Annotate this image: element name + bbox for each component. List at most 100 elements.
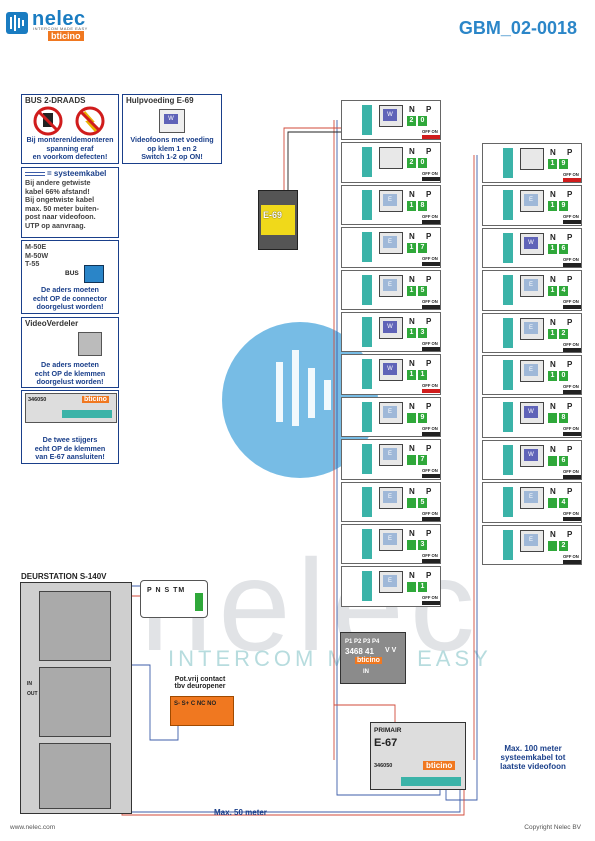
switch-label: OFF ON: [422, 425, 438, 431]
switch-label: OFF ON: [563, 426, 579, 432]
n-label: N: [409, 444, 415, 454]
monitor-icon: E: [379, 189, 403, 212]
dip-switch: [563, 305, 581, 310]
cable-note-panel: = systeemkabel Bij andere getwiste kabel…: [21, 167, 119, 238]
power-supply-e69: E-69: [258, 190, 298, 250]
p-label: P: [426, 486, 432, 496]
terminal-block: [362, 486, 372, 517]
dip-switch: [563, 559, 581, 564]
p-value: 0: [418, 116, 427, 126]
p-label: P: [426, 401, 432, 411]
monitor-type: E: [524, 194, 538, 207]
psu-note-line-1: Videofoons met voeding: [130, 135, 214, 144]
n-value: 1: [407, 243, 416, 254]
n-value: 1: [407, 328, 416, 338]
n-label: N: [409, 147, 415, 157]
terminal-block: [503, 275, 513, 306]
monitor-type: E: [524, 321, 538, 334]
psu-label: E-69: [263, 210, 283, 220]
max50-label: Max. 50 meter: [214, 808, 267, 817]
n-value: 1: [407, 370, 416, 381]
terminal-block: [503, 190, 513, 221]
terminal-block: [362, 189, 372, 220]
splitter-line-2: echt OP de klemmen: [34, 368, 106, 378]
potential-free-contact: S- S+ C NC NO: [170, 696, 234, 726]
models-panel: M-50E M-50W T-55 BUS De aders moeten ech…: [21, 240, 119, 314]
p-value: 2: [559, 540, 568, 551]
switch-label: OFF ON: [563, 172, 579, 177]
n-label: N: [550, 190, 556, 200]
document-code: GBM_02-0018: [458, 18, 577, 38]
switch-label: OFF ON: [563, 384, 579, 389]
bus-connector-icon: [84, 265, 104, 283]
terminal-block: [362, 232, 372, 263]
n-label: N: [550, 232, 556, 242]
cable-note-line-4: max. 50 meter buiten-: [25, 203, 99, 213]
models-line-2: echt OP de connector: [32, 293, 108, 303]
p-value: 6: [559, 455, 568, 466]
n-value: 1: [548, 201, 557, 212]
nelec-logo-icon: [6, 12, 28, 34]
p-value: 2: [559, 328, 568, 339]
p-label: P: [567, 148, 573, 157]
dip-switch: [563, 262, 581, 267]
monitor-type: W: [383, 321, 397, 333]
n-value: [548, 455, 557, 466]
monitor-type: E: [383, 575, 397, 588]
psu-note-title: Hulpvoeding E-69: [126, 96, 194, 105]
terminal-block: [503, 317, 513, 348]
p-value: 9: [418, 412, 427, 423]
n-label: N: [550, 444, 556, 454]
monitor-icon: E: [379, 571, 403, 594]
switch-label: OFF ON: [422, 213, 438, 219]
p-label: P: [426, 529, 432, 538]
door-station: IN OUT: [20, 582, 132, 814]
switch-label: OFF ON: [563, 214, 579, 220]
primary-label: PRIMAIR: [374, 727, 402, 734]
monitor-type: E: [383, 533, 397, 545]
max100-line-1: Max. 100 meter: [504, 744, 562, 753]
watermark-tagline: INTERCOM MADE EASY: [168, 646, 492, 671]
p-value: 9: [559, 159, 568, 169]
monitor-type: E: [524, 279, 538, 292]
distributor-terminals: P1 P2 P3 P4: [345, 639, 380, 645]
splitter-line-1: De aders moeten: [41, 360, 99, 369]
distributor-vv: V V: [385, 647, 397, 654]
monitor-icon: W: [379, 317, 403, 339]
p-label: P: [426, 317, 432, 326]
monitor-type: W: [524, 406, 538, 419]
contact-terminals: S- S+ C NC NO: [174, 701, 217, 707]
terminal-block: [362, 105, 372, 135]
p-value: 0: [559, 371, 568, 381]
brand-tagline: INTERCOM MADE EASY: [33, 26, 88, 31]
p-value: 6: [559, 243, 568, 254]
n-value: 1: [548, 328, 557, 339]
switch-label: OFF ON: [563, 553, 579, 559]
n-label: N: [550, 148, 556, 157]
n-value: [407, 497, 416, 508]
n-label: N: [550, 275, 556, 285]
risers-terminals: [62, 410, 112, 418]
dip-switch: [563, 220, 581, 225]
switch-label: OFF ON: [422, 129, 438, 134]
p-label: P: [426, 105, 432, 114]
switch-label: OFF ON: [422, 171, 438, 177]
risers-device: 346050 bticino: [25, 393, 117, 423]
n-value: 1: [548, 286, 557, 297]
monitor-icon: E: [379, 486, 403, 509]
cable-note-line-2: kabel 66% afstand!: [25, 186, 90, 196]
monitor-icon: W: [520, 232, 544, 255]
monitor-icon: E: [520, 529, 544, 552]
terminal-block: [362, 529, 372, 559]
terminal-block: [362, 359, 372, 390]
splitter-device-icon: [78, 332, 102, 356]
